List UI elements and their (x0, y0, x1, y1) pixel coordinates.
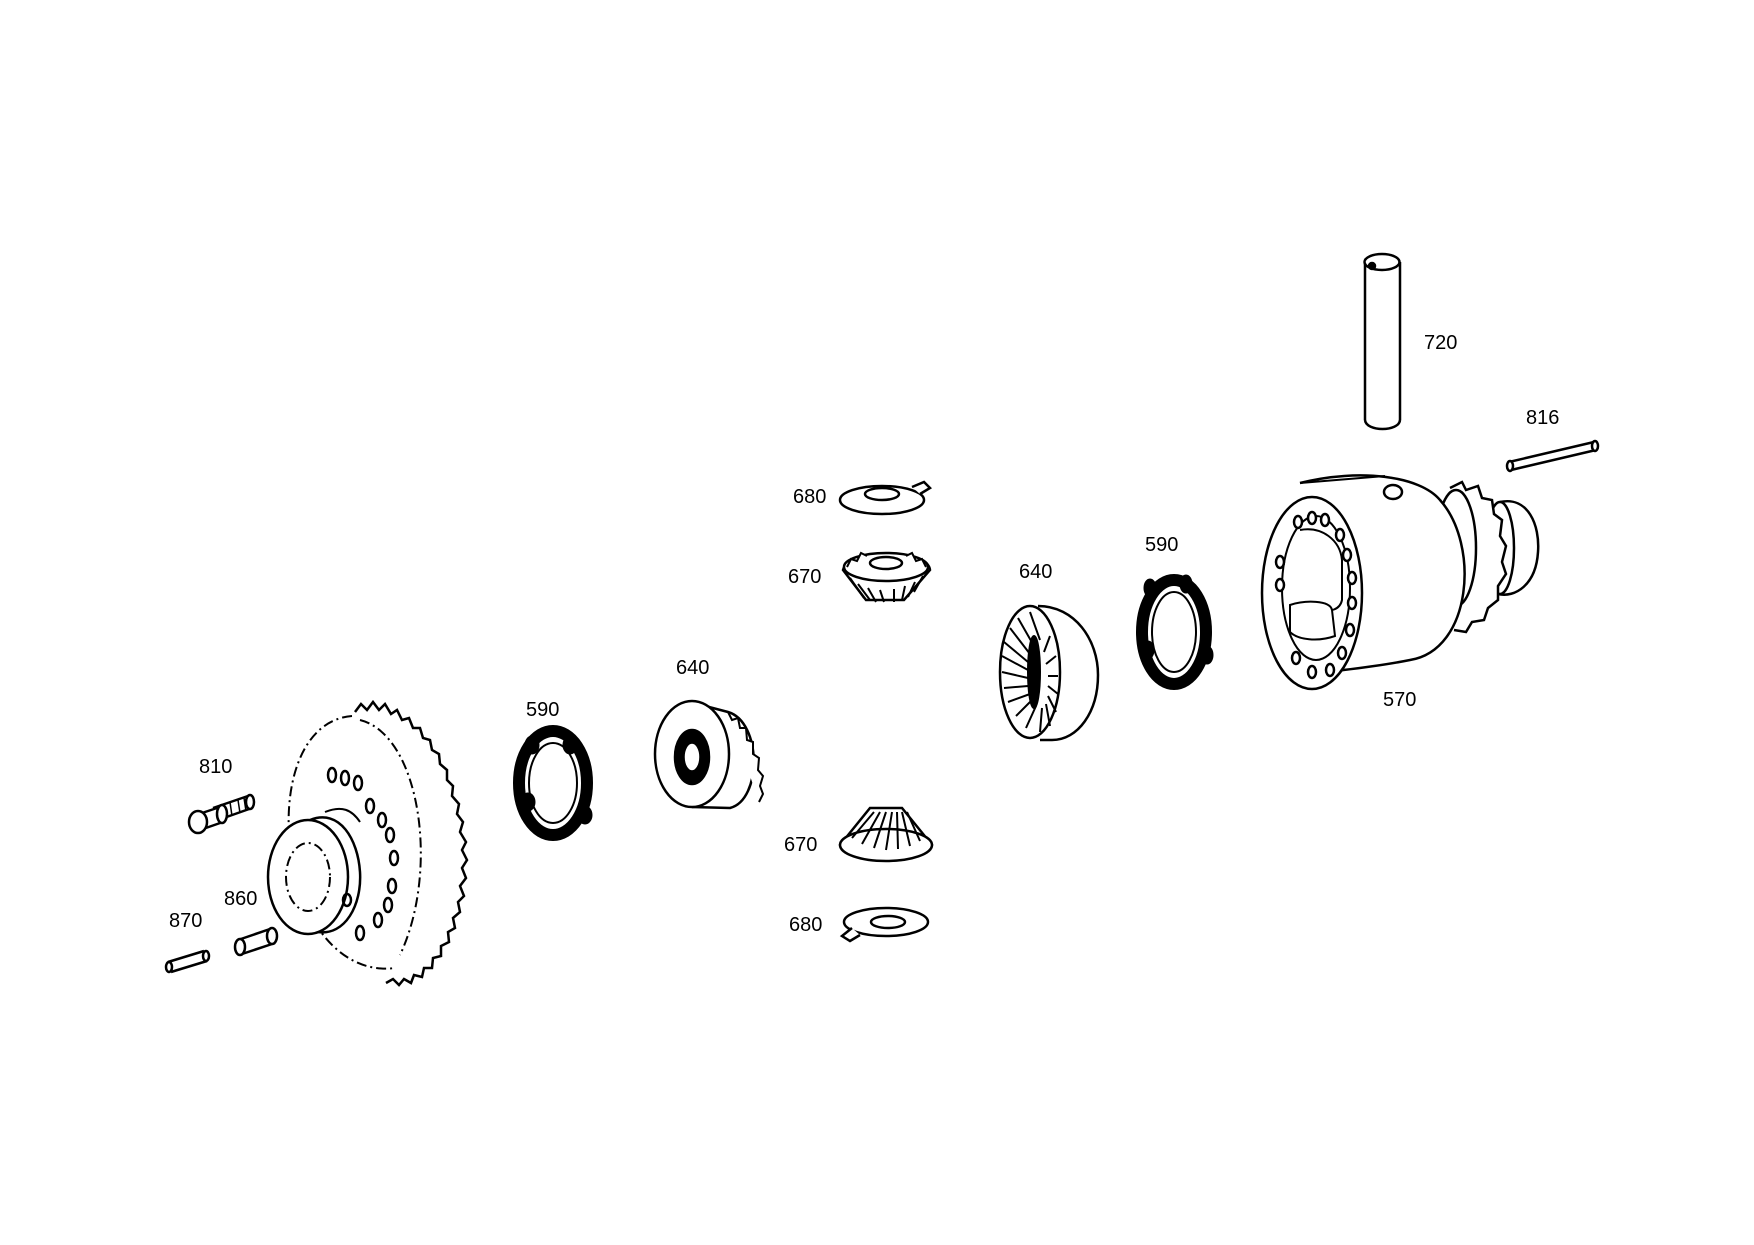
callout-590-left: 590 (526, 699, 560, 721)
part-670-pinion-top (841, 551, 932, 603)
ring-gear (266, 699, 469, 987)
part-680-washer-bottom (839, 906, 930, 943)
part-810-bolt (187, 793, 256, 835)
ring-gear-hub-face (266, 818, 350, 936)
callout-860: 860 (224, 888, 258, 910)
housing-cross-pin-hole (1382, 483, 1404, 501)
ring-gear-hub-bore (285, 842, 331, 912)
housing-bolt-holes (1274, 510, 1358, 680)
callout-870: 870 (169, 910, 203, 932)
part-670-pinion-bottom (838, 806, 934, 863)
ring-gear-teeth (354, 699, 469, 987)
callout-680-bottom: 680 (789, 914, 823, 936)
callout-816: 816 (1526, 407, 1560, 429)
callout-640-right: 640 (1019, 561, 1053, 583)
part-870-pin (164, 949, 211, 974)
part-640-side-gear-right (998, 604, 1100, 742)
part-640-side-gear-left (653, 699, 765, 810)
ring-gear-bolt-holes (326, 766, 400, 942)
callout-680-top: 680 (793, 486, 827, 508)
part-860-dowel (233, 926, 279, 957)
callout-720: 720 (1424, 332, 1458, 354)
callout-590-right: 590 (1145, 534, 1179, 556)
callout-640-left: 640 (676, 657, 710, 679)
part-720-cross-shaft (1363, 252, 1402, 431)
part-816-roll-pin (1505, 439, 1600, 473)
callout-670-bottom: 670 (784, 834, 818, 856)
part-570-differential-housing (1260, 474, 1540, 691)
part-590-washer-left (513, 725, 593, 841)
ring-gear-inner-rim (287, 715, 396, 970)
ring-gear-hub-body (309, 816, 362, 934)
callout-670-top: 670 (788, 566, 822, 588)
bevel-teeth (1001, 611, 1059, 733)
callout-810: 810 (199, 756, 233, 778)
callout-570: 570 (1383, 689, 1417, 711)
part-590-washer-right (1136, 574, 1214, 690)
ring-gear-face (359, 719, 422, 956)
part-680-washer-top (838, 480, 933, 516)
